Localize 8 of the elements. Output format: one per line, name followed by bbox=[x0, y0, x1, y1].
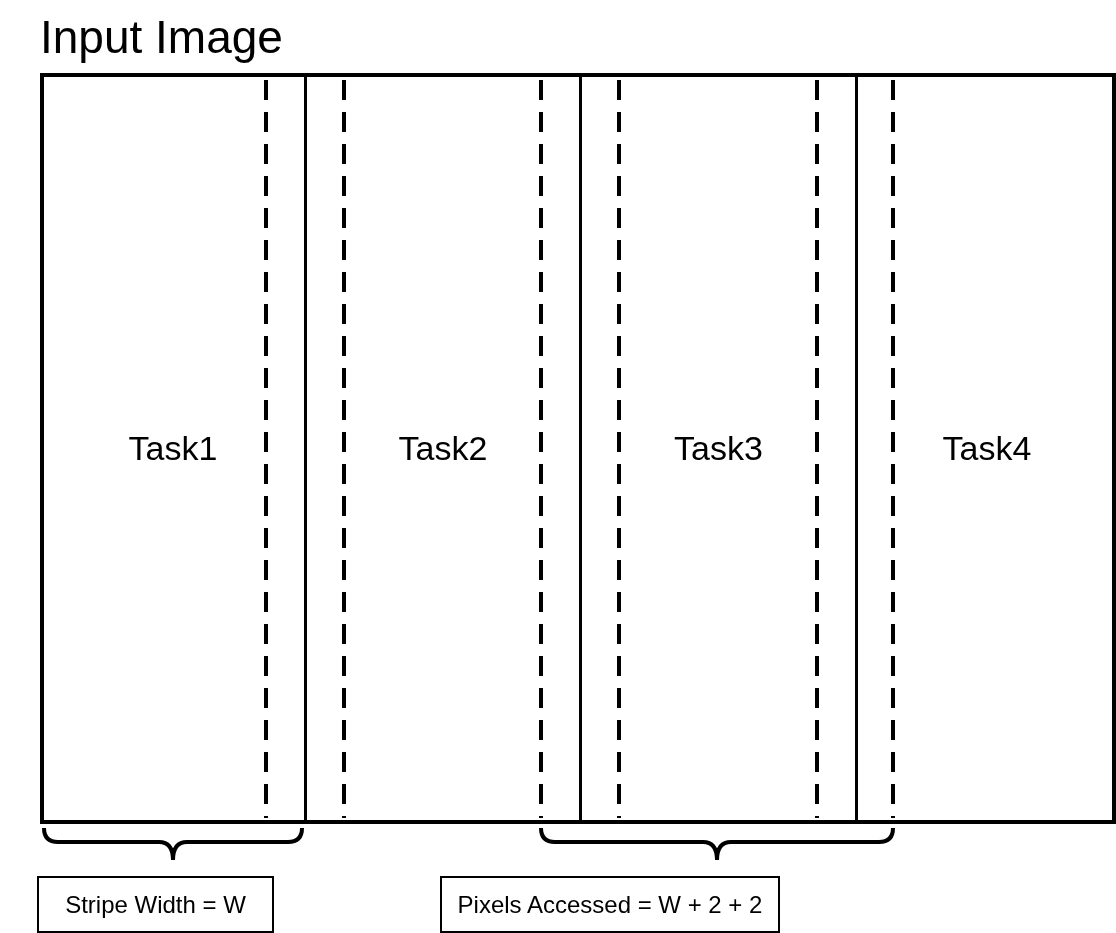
image-title: Input Image bbox=[40, 10, 283, 64]
label-box: Pixels Accessed = W + 2 + 2 bbox=[440, 876, 780, 933]
label-box: Stripe Width = W bbox=[37, 876, 274, 933]
image-frame bbox=[40, 73, 1116, 824]
stripe-region: Task4 bbox=[855, 75, 1116, 822]
stripe-region: Task3 bbox=[579, 75, 855, 822]
stripe-region: Task1 bbox=[42, 75, 304, 822]
stripe-region: Task2 bbox=[304, 75, 579, 822]
